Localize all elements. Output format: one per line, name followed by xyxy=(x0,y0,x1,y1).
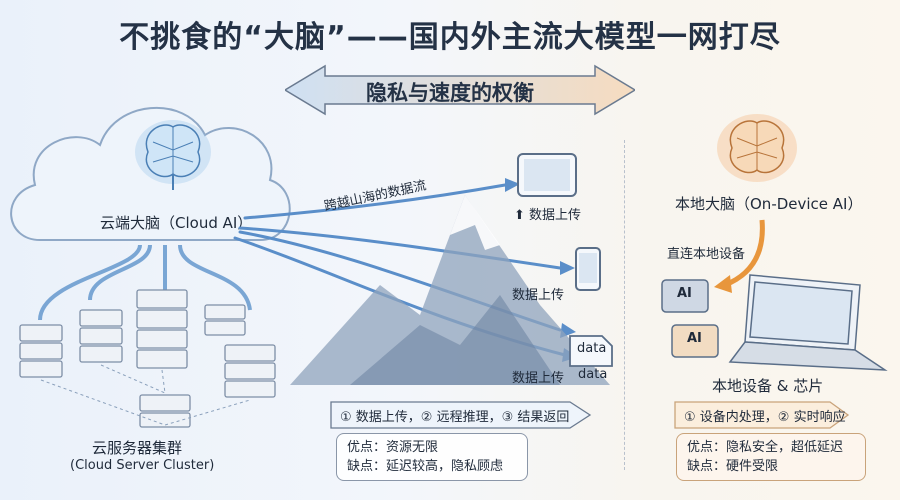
chip-label-2: AI xyxy=(687,331,702,346)
phone-icon xyxy=(574,246,602,292)
server-cluster-icon xyxy=(15,285,295,435)
cloud-cons: 缺点：延迟较高，隐私顾虑 xyxy=(347,457,517,476)
local-connect-label: 直连本地设备 xyxy=(667,243,745,262)
local-brain-icon xyxy=(712,110,802,190)
cluster-label: 云服务器集群 xyxy=(92,437,182,458)
data-file-label: data xyxy=(578,367,607,382)
local-cons: 缺点：硬件受限 xyxy=(687,457,855,476)
tablet-icon xyxy=(516,152,578,198)
phone-upload-label: 数据上传 xyxy=(512,284,564,303)
chip-label-1: AI xyxy=(677,286,692,301)
local-pros: 优点：隐私安全，超低延迟 xyxy=(687,438,855,457)
cloud-proscons-box: 优点：资源无限 缺点：延迟较高，隐私顾虑 xyxy=(336,433,528,481)
local-device-label: 本地设备 & 芯片 xyxy=(712,375,823,396)
local-proscons-box: 优点：隐私安全，超低延迟 缺点：硬件受限 xyxy=(676,433,866,481)
section-divider xyxy=(624,140,625,470)
tablet-upload-label: ⬆ 数据上传 xyxy=(514,204,581,223)
data-upload-label: 数据上传 xyxy=(512,367,564,386)
cloud-steps-label: ① 数据上传，② 远程推理，③ 结果返回 xyxy=(340,406,569,425)
data-file-tag: data xyxy=(577,341,606,356)
cluster-sublabel: (Cloud Server Cluster) xyxy=(70,458,214,473)
local-label: 本地大脑（On-Device AI） xyxy=(675,193,862,214)
cloud-pros: 优点：资源无限 xyxy=(347,438,517,457)
local-steps-label: ① 设备内处理，② 实时响应 xyxy=(684,406,846,425)
